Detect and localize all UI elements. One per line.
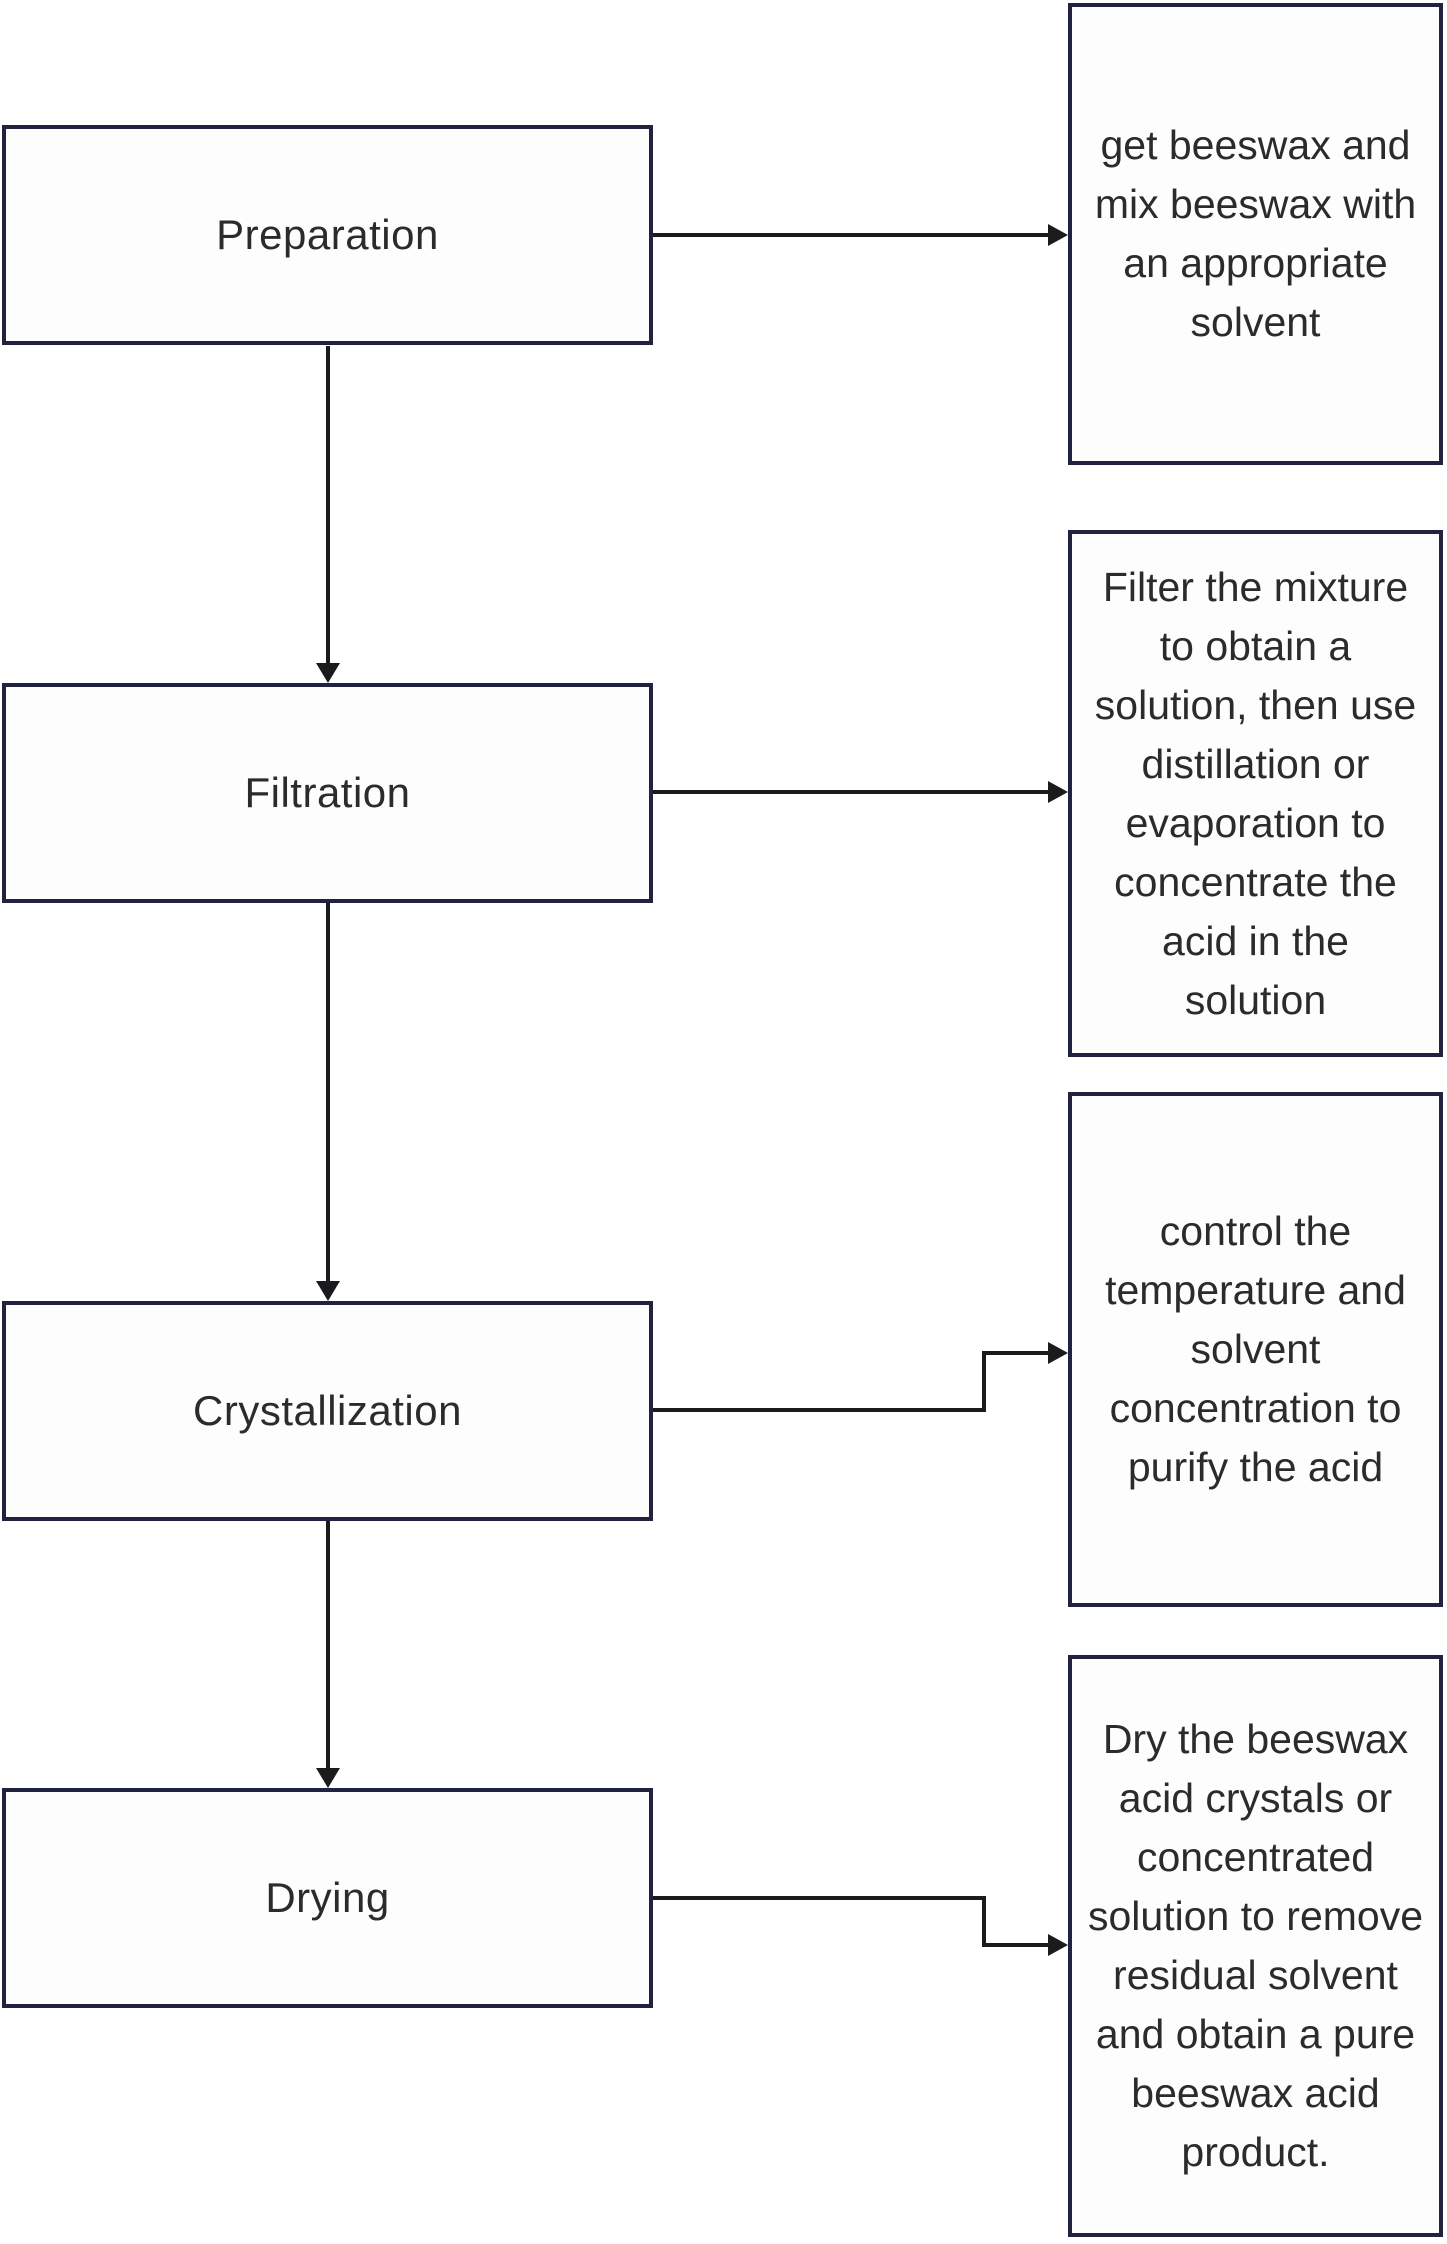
connector-drying-description-segment-b <box>982 1896 986 1947</box>
stage-label-drying: Drying <box>265 1874 390 1921</box>
description-box-filtration: Filter the mixture to obtain a solution,… <box>1068 530 1443 1057</box>
stage-box-drying: Drying <box>2 1788 653 2008</box>
arrowhead-right-filtration-icon <box>1048 781 1068 803</box>
connector-preparation-to-filtration-line <box>326 346 330 663</box>
arrowhead-down-drying-icon <box>316 1768 340 1788</box>
arrowhead-right-preparation-icon <box>1048 224 1068 246</box>
stage-box-filtration: Filtration <box>2 683 653 903</box>
description-text-crystallization: control the temperature and solvent conc… <box>1105 1208 1406 1490</box>
connector-preparation-description-line <box>653 233 1048 237</box>
description-text-drying: Dry the beeswax acid crystals or concent… <box>1088 1716 1424 2175</box>
description-text-preparation: get beeswax and mix beeswax with an appr… <box>1094 122 1417 345</box>
arrowhead-right-crystallization-icon <box>1048 1342 1068 1364</box>
description-box-crystallization: control the temperature and solvent conc… <box>1068 1092 1443 1607</box>
connector-filtration-description-line <box>653 790 1048 794</box>
description-text-filtration: Filter the mixture to obtain a solution,… <box>1094 563 1417 1023</box>
stage-label-crystallization: Crystallization <box>193 1387 462 1434</box>
stage-box-preparation: Preparation <box>2 125 653 345</box>
connector-filtration-to-crystallization-line <box>326 903 330 1281</box>
description-box-drying: Dry the beeswax acid crystals or concent… <box>1068 1655 1443 2237</box>
stage-box-crystallization: Crystallization <box>2 1301 653 1521</box>
arrowhead-down-filtration-icon <box>316 663 340 683</box>
connector-drying-description-segment-a <box>653 1896 986 1900</box>
arrowhead-right-drying-icon <box>1048 1934 1068 1956</box>
stage-label-preparation: Preparation <box>216 211 439 258</box>
stage-label-filtration: Filtration <box>244 769 411 816</box>
connector-crystallization-to-drying-line <box>326 1521 330 1768</box>
arrowhead-down-crystallization-icon <box>316 1281 340 1301</box>
connector-crystallization-description-segment-a <box>653 1408 986 1412</box>
connector-crystallization-description-segment-b <box>982 1351 986 1412</box>
description-box-preparation: get beeswax and mix beeswax with an appr… <box>1068 3 1443 465</box>
connector-crystallization-description-segment-c <box>982 1351 1048 1355</box>
connector-drying-description-segment-c <box>982 1943 1048 1947</box>
